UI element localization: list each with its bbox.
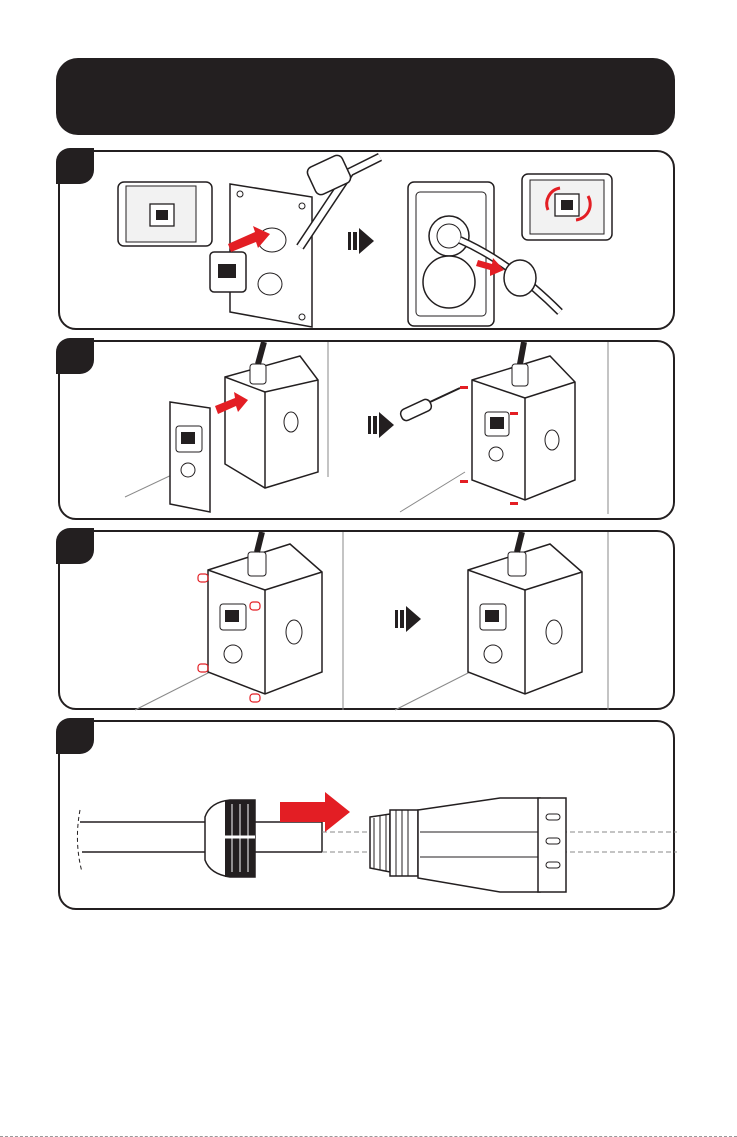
- step-1-illustration: [60, 152, 677, 332]
- step-2-illustration: [60, 342, 677, 522]
- gland-nut-icon: [205, 800, 255, 877]
- next-step-arrow-icon: [348, 228, 374, 254]
- faceplate-icon: [210, 184, 312, 327]
- step-2-panel: [58, 340, 675, 520]
- step-4-panel: [58, 720, 675, 910]
- inset-detail-right: [522, 174, 612, 240]
- next-step-arrow-icon: [395, 606, 421, 632]
- title-banner: [56, 58, 675, 135]
- next-step-arrow-icon: [368, 412, 394, 438]
- push-arrow-icon: [280, 792, 350, 832]
- junction-box-icon-finished: [468, 532, 582, 694]
- faceplate-icon: [170, 402, 210, 512]
- junction-box-icon-assembled: [472, 342, 575, 500]
- step-4-illustration: [60, 722, 677, 912]
- step-3-panel: [58, 530, 675, 710]
- screwdriver-icon: [399, 388, 460, 422]
- connector-body-icon: [370, 798, 566, 892]
- step-3-illustration: [60, 532, 677, 712]
- junction-box-icon: [225, 342, 318, 488]
- step-1-panel: [58, 150, 675, 330]
- inset-detail-left: [118, 182, 212, 246]
- junction-box-icon: [208, 532, 322, 694]
